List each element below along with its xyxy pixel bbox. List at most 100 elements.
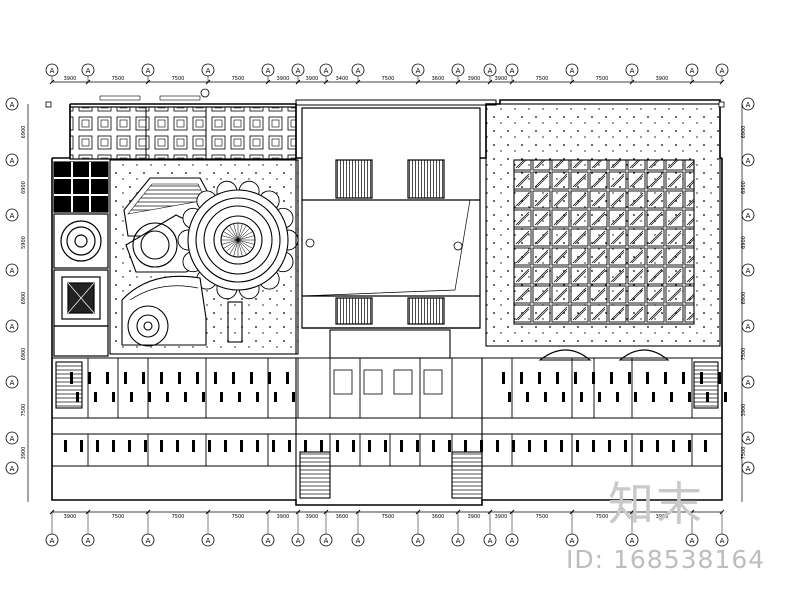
dimension-label: 7500 [596, 514, 609, 520]
axis-bubble-label: A [690, 67, 695, 75]
dimension-label: 7500 [596, 76, 609, 82]
axis-bubble-label: A [488, 67, 493, 75]
axis-bubble-label: A [630, 67, 635, 75]
axis-bubble: A [261, 533, 275, 547]
axis-bubble: A [741, 375, 755, 389]
axis-bubble: A [261, 63, 275, 77]
axis-bubble-label: A [488, 537, 493, 545]
axis-bubble-label: A [720, 537, 725, 545]
dimension-label: 3600 [432, 514, 445, 520]
dimension-label: 3900 [64, 514, 77, 520]
axis-bubble-label: A [746, 157, 751, 165]
dimension-label: 7500 [741, 447, 747, 460]
axis-bubble-label: A [10, 157, 15, 165]
axis-bubble: A [201, 533, 215, 547]
watermark-id: ID: 168538164 [566, 545, 766, 574]
axis-bubble-label: A [690, 537, 695, 545]
dimension-label: 3900 [277, 76, 290, 82]
axis-bubble-label: A [630, 537, 635, 545]
grid-axis-bubbles: A A A A A A A A A A A A A A A A A A A A A A A A A A A A A A A A A A A A A A A A… [5, 63, 755, 547]
axis-bubble-label: A [324, 537, 329, 545]
dimension-label: 3900 [656, 76, 669, 82]
axis-bubble-label: A [510, 537, 515, 545]
axis-bubble: A [741, 153, 755, 167]
dimension-label: 3600 [432, 76, 445, 82]
axis-bubble-label: A [324, 67, 329, 75]
dimension-labels-top: 3900 7500 7500 7500 3900 3900 3400 7500 3600 3900… [64, 76, 669, 82]
ceiling-light-fixtures [70, 372, 727, 402]
axis-bubble-label: A [746, 101, 751, 109]
dimension-label: 6900 [21, 292, 27, 305]
axis-bubble-label: A [10, 212, 15, 220]
axis-bubble-label: A [570, 67, 575, 75]
axis-bubble: A [81, 63, 95, 77]
axis-bubble: A [5, 263, 19, 277]
axis-bubble-label: A [356, 67, 361, 75]
axis-bubble: A [319, 533, 333, 547]
dimension-label: 7500 [172, 76, 185, 82]
axis-bubble: A [5, 97, 19, 111]
axis-bubble: A [741, 263, 755, 277]
dimension-label: 6900 [741, 236, 747, 249]
axis-bubble-label: A [746, 379, 751, 387]
dimension-label: 7500 [112, 76, 125, 82]
dimension-label: 3400 [336, 76, 349, 82]
dimension-label: 3900 [468, 514, 481, 520]
axis-bubble: A [5, 375, 19, 389]
axis-bubble: A [201, 63, 215, 77]
axis-bubble: A [319, 63, 333, 77]
axis-bubble-label: A [746, 267, 751, 275]
dimension-label: 7500 [232, 514, 245, 520]
dimension-label: 6900 [741, 126, 747, 139]
axis-bubble: A [741, 97, 755, 111]
axis-bubble: A [351, 533, 365, 547]
dimension-label: 3900 [468, 76, 481, 82]
left-side-rooms [53, 161, 109, 357]
axis-bubble-label: A [746, 323, 751, 331]
axis-bubble-label: A [266, 67, 271, 75]
axis-bubble: A [741, 461, 755, 475]
axis-bubble-label: A [86, 537, 91, 545]
dimension-label: 7500 [112, 514, 125, 520]
dimension-label: 3900 [741, 404, 747, 417]
room-partitions [87, 358, 693, 466]
dimension-label: 3900 [495, 76, 508, 82]
ceiling-light-fixtures-lower [64, 369, 707, 452]
coffer-ceiling-upper-left [69, 95, 297, 160]
axis-bubble-label: A [456, 67, 461, 75]
axis-bubble-label: A [50, 67, 55, 75]
axis-bubble: A [741, 319, 755, 333]
dimension-label: 3900 [495, 514, 508, 520]
axis-bubble-label: A [746, 465, 751, 473]
reference-markers [45, 88, 725, 251]
axis-bubble: A [45, 533, 59, 547]
watermark-logo: 知末 [608, 477, 704, 531]
dimension-label: 3900 [306, 514, 319, 520]
axis-bubble: A [505, 533, 519, 547]
dimension-label: 7500 [741, 348, 747, 361]
axis-bubble-label: A [720, 67, 725, 75]
axis-bubble-label: A [146, 537, 151, 545]
dimension-label: 5900 [21, 236, 27, 249]
dimension-label: 7500 [21, 404, 27, 417]
axis-bubble: A [45, 63, 59, 77]
lower-floor-rooms [52, 329, 722, 500]
axis-bubble-label: A [456, 537, 461, 545]
atrium-core [301, 107, 481, 329]
dimension-label: 7500 [382, 514, 395, 520]
dimension-label: 7500 [536, 76, 549, 82]
axis-bubble: A [5, 153, 19, 167]
axis-bubble-label: A [86, 67, 91, 75]
axis-bubble-label: A [10, 323, 15, 331]
axis-bubble-label: A [50, 537, 55, 545]
axis-bubble: A [351, 63, 365, 77]
axis-bubble-label: A [416, 537, 421, 545]
dimension-label: 3900 [64, 76, 77, 82]
axis-bubble-label: A [746, 435, 751, 443]
axis-bubble: A [741, 208, 755, 222]
axis-bubble-label: A [266, 537, 271, 545]
axis-bubble: A [141, 63, 155, 77]
dimension-label: 7500 [536, 514, 549, 520]
